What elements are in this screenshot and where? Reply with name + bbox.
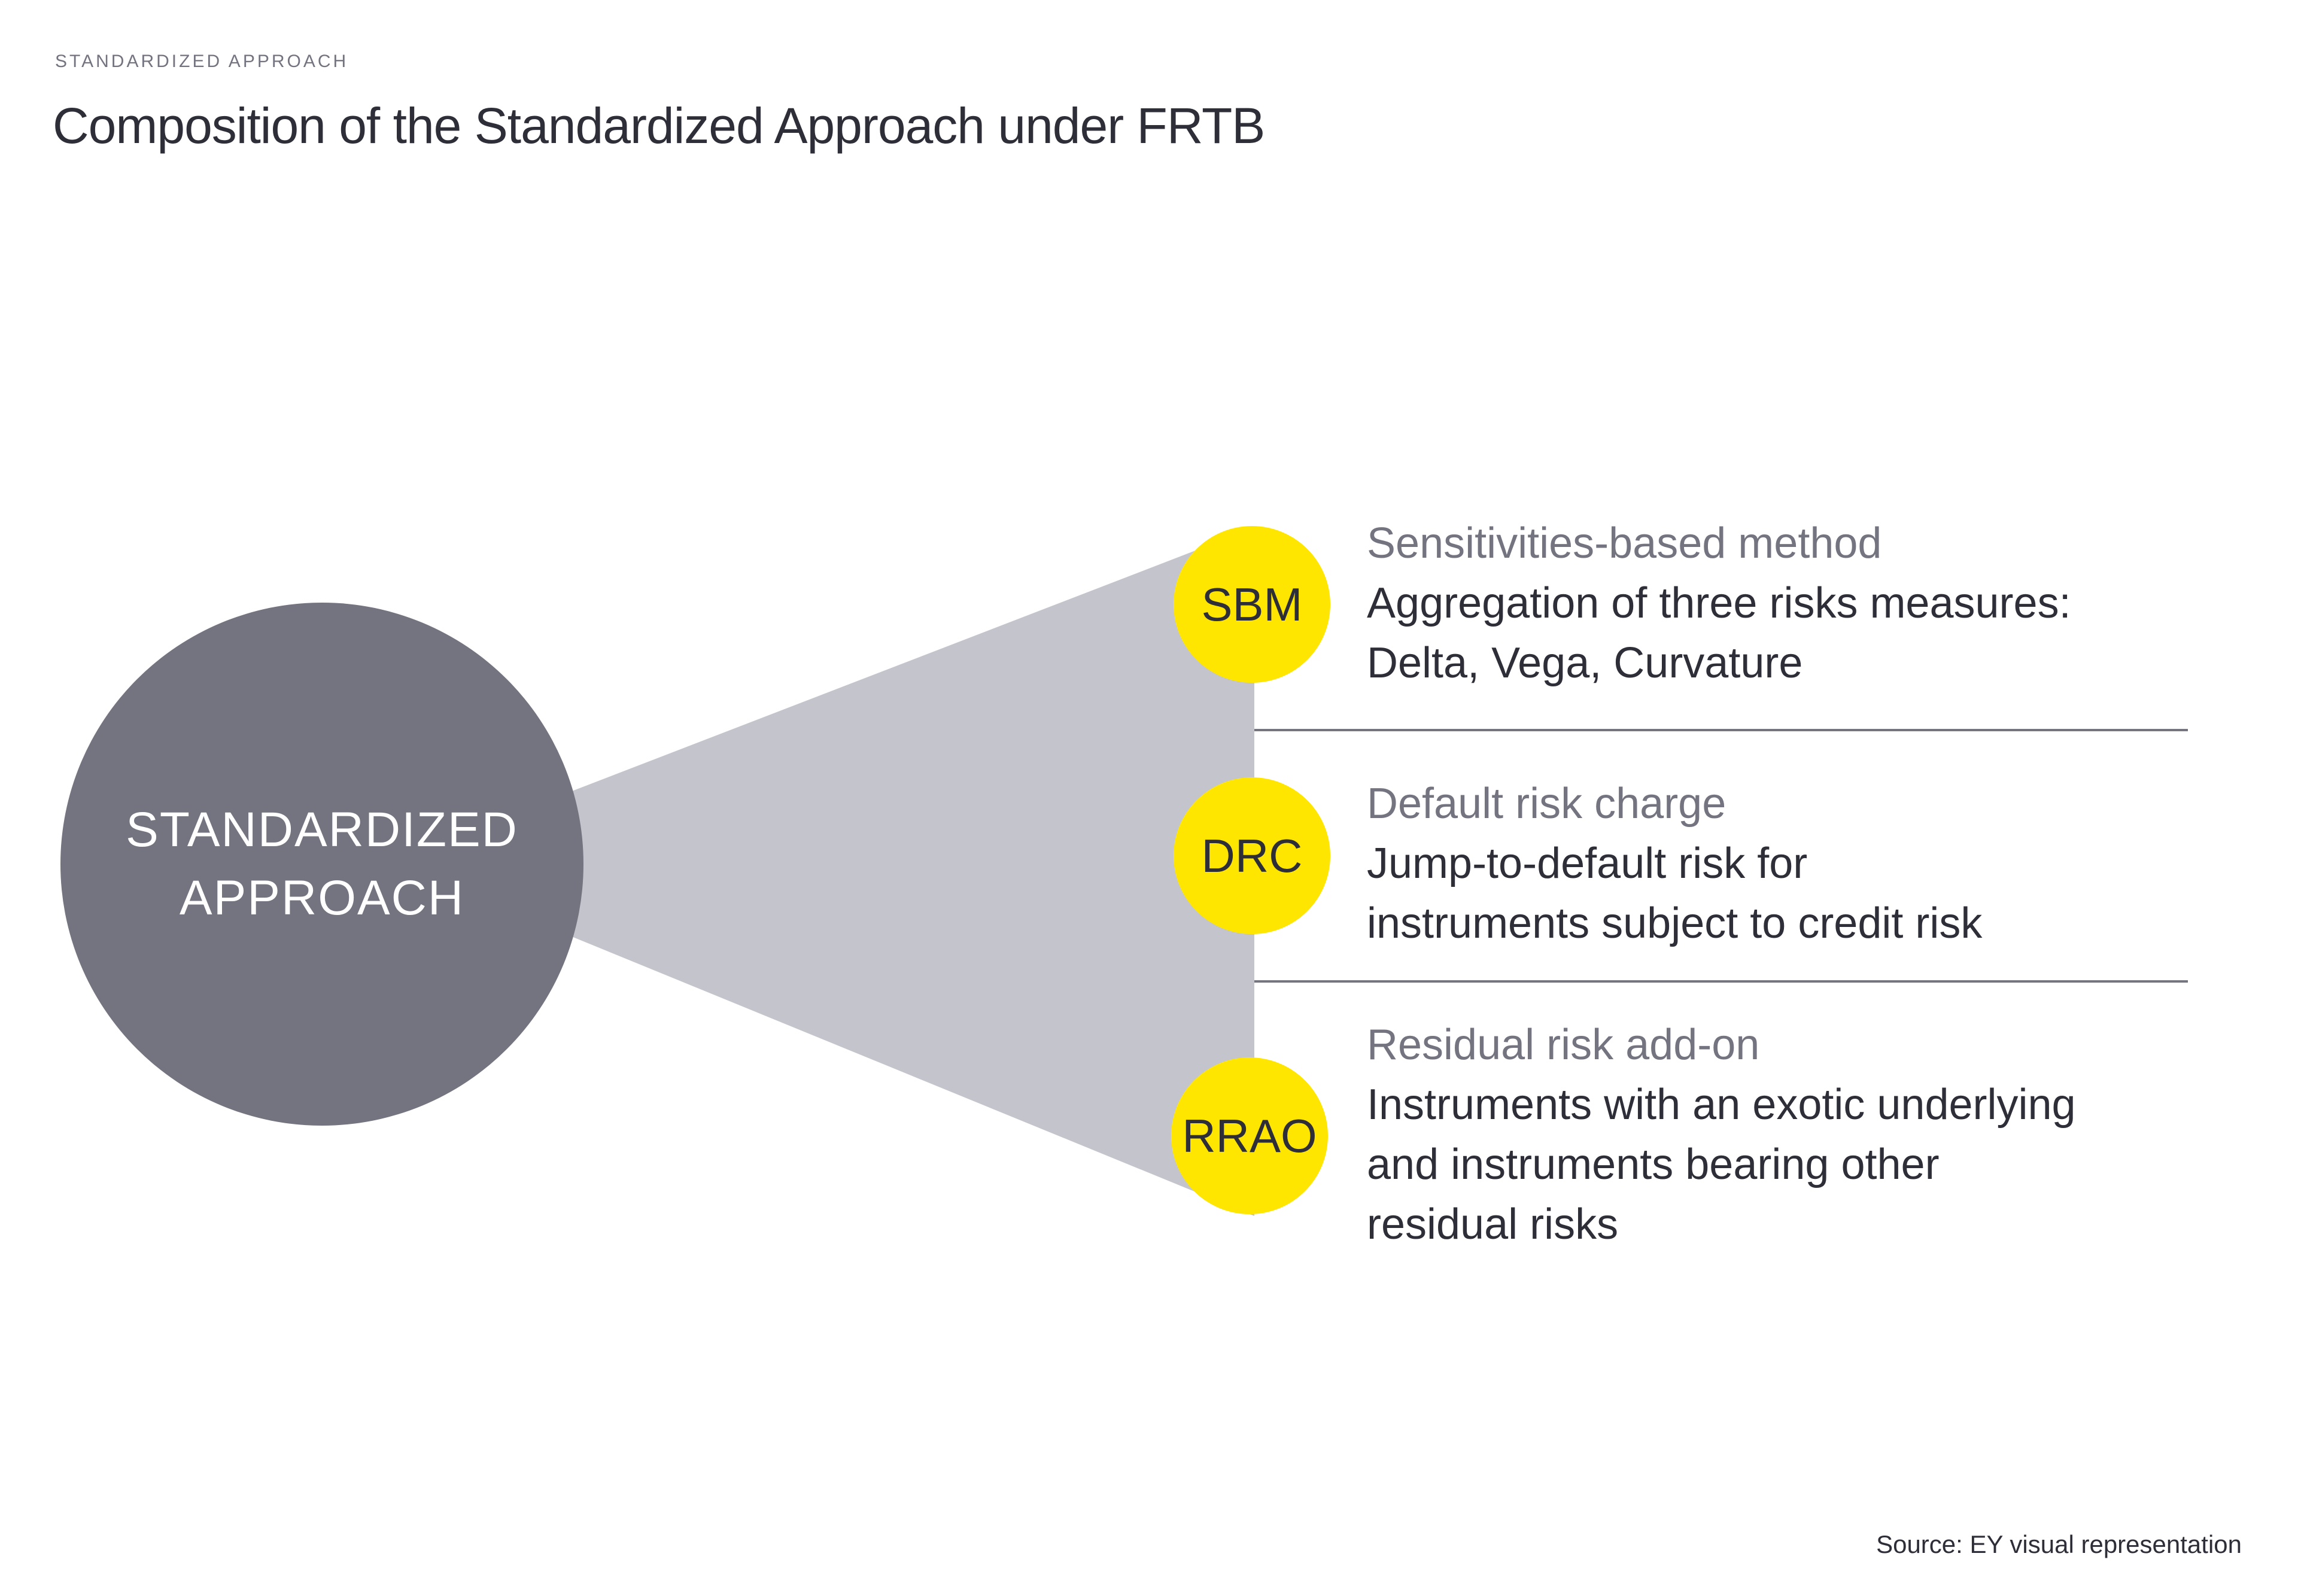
root-node-label-line2: APPROACH [179,871,465,925]
node-sbm-label: SBM [1201,577,1303,631]
eyebrow-label: STANDARDIZED APPROACH [55,51,349,71]
branch-body-rrao-line3: residual risks [1367,1200,1619,1248]
node-drc: DRC [1174,777,1330,934]
branch-body-rrao-line1: Instruments with an exotic underlying [1367,1081,2076,1129]
branch-body-rrao-line2: and instruments bearing other [1367,1141,1940,1188]
branch-heading-drc: Default risk charge [1367,780,1726,828]
node-rrao: RRAO [1171,1057,1328,1214]
branch-heading-rrao: Residual risk add-on [1367,1021,1760,1069]
divider-line-2 [1254,980,2188,983]
branch-body-sbm-line2: Delta, Vega, Curvature [1367,639,1803,687]
branch-body-drc-line2: instruments subject to credit risk [1367,899,1983,947]
branch-heading-sbm: Sensitivities-based method [1367,519,1882,567]
node-rrao-label: RRAO [1182,1109,1317,1162]
page-title: Composition of the Standardized Approach… [53,98,1265,154]
root-node-standardized-approach: STANDARDIZED APPROACH [60,603,583,1126]
funnel-triangle [389,528,1254,1216]
source-note: Source: EY visual representation [1876,1530,2242,1558]
branch-text-sbm: Sensitivities-based method Aggregation o… [1367,513,2276,693]
branch-body-sbm-line1: Aggregation of three risks measures: [1367,579,2071,627]
node-drc-label: DRC [1201,829,1303,882]
root-node-label-line1: STANDARDIZED [126,802,518,857]
divider-line-1 [1254,729,2188,731]
branch-text-rrao: Residual risk add-on Instruments with an… [1367,1015,2276,1254]
branch-text-drc: Default risk charge Jump-to-default risk… [1367,774,2276,953]
node-sbm: SBM [1174,526,1330,683]
branch-body-drc-line1: Jump-to-default risk for [1367,840,1808,887]
